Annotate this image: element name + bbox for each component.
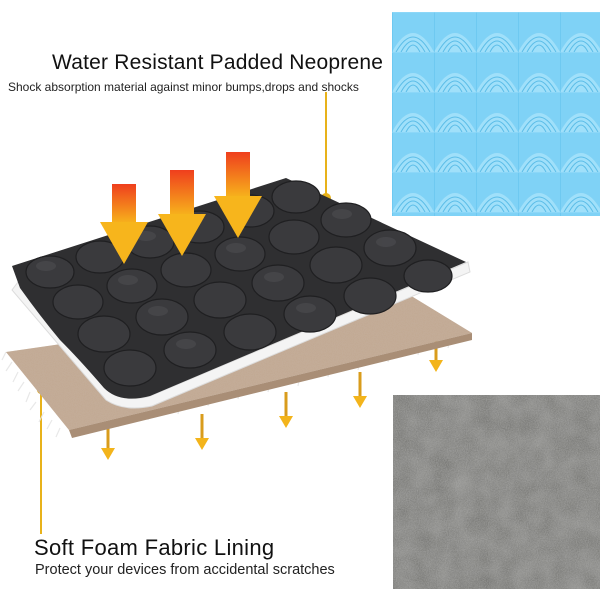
support-arrow-icon [101, 338, 443, 460]
neoprene-subtitle: Shock absorption material against minor … [8, 80, 359, 94]
foam-lining-title: Soft Foam Fabric Lining [34, 535, 275, 560]
foam-texture-swatch [393, 395, 600, 589]
neoprene-title: Water Resistant Padded Neoprene [52, 51, 384, 74]
impact-arrow-icon [100, 152, 262, 264]
neoprene-texture-swatch [392, 12, 600, 216]
foam-lining-subtitle: Protect your devices from accidental scr… [35, 562, 335, 578]
